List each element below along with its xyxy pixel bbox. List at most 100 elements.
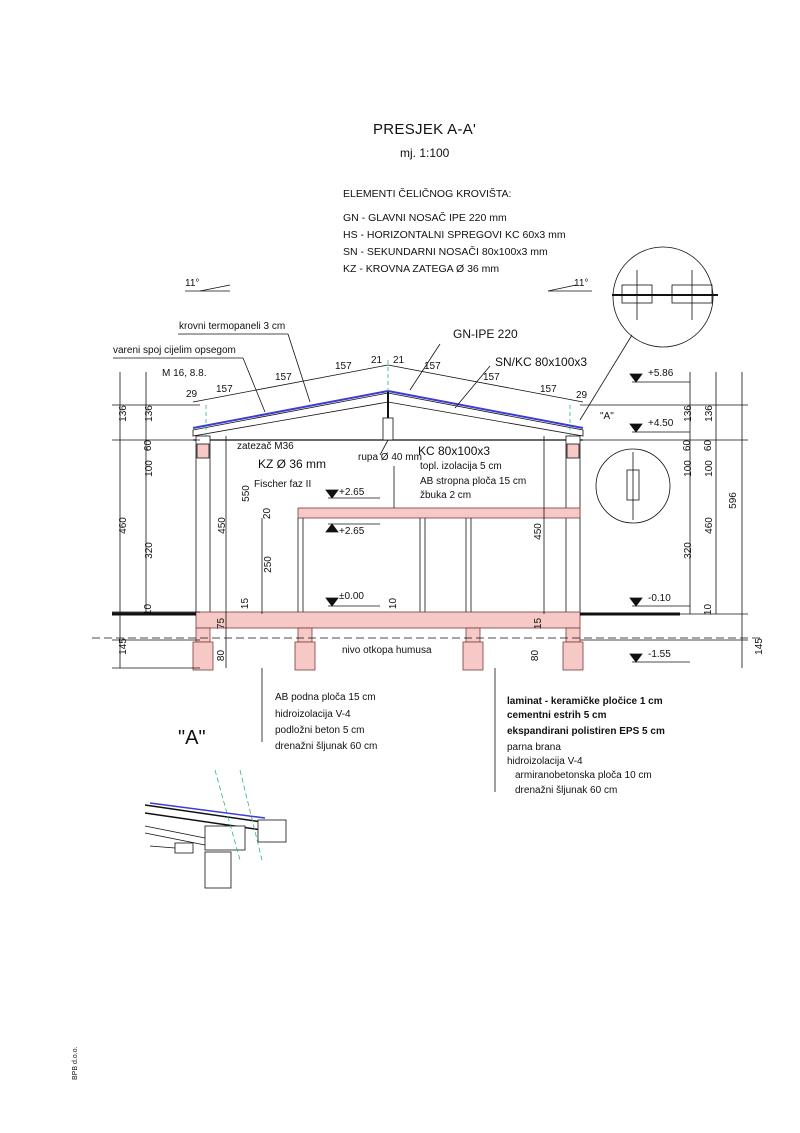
detail-a-beam	[204, 825, 246, 851]
dim-label: 20	[262, 507, 274, 520]
dim-label: 100	[682, 460, 694, 477]
floor-layer-right: ekspandirani polistiren EPS 5 cm	[507, 726, 665, 737]
legend-item: KZ - KROVNA ZATEGA Ø 36 mm	[343, 263, 500, 275]
floor-layer-left: AB podna ploča 15 cm	[275, 692, 376, 703]
dim-label: 136	[143, 405, 155, 422]
dim-label: 460	[117, 517, 129, 534]
slope-marker-left-arrow	[199, 284, 231, 292]
level-slab-top: +2.65	[339, 487, 365, 498]
dim-label: 145	[753, 638, 765, 655]
slope-label-right: 11°	[574, 278, 589, 289]
dim-label: 100	[703, 460, 715, 477]
footing	[562, 641, 584, 671]
dim-label: 145	[117, 638, 129, 655]
floor-layer-right: laminat - keramičke pločice 1 cm	[507, 696, 663, 707]
dim-label: 460	[703, 517, 715, 534]
dim-label: 157	[335, 361, 352, 372]
dim-label: 60	[703, 439, 715, 452]
floor-layer-left: hidroizolacija V-4	[275, 709, 351, 720]
kc-label: KC 80x100x3	[418, 444, 491, 458]
floor-layer-right: hidroizolacija V-4	[507, 756, 583, 767]
ground-label: nivo otkopa humusa	[342, 645, 432, 656]
dim-label: 60	[143, 439, 155, 452]
floor-layer-right: armiranobetonska ploča 10 cm	[515, 770, 652, 781]
legend-heading: ELEMENTI ČELIČNOG KROVIŠTA:	[343, 188, 512, 200]
level-slab-bottom: +2.65	[339, 526, 365, 537]
floor-slab	[195, 611, 581, 629]
detail-tag: "A"	[600, 411, 614, 422]
dim-label: 450	[532, 523, 544, 540]
dim-label: 75	[216, 617, 228, 630]
main-beam-label: GN-IPE 220	[453, 327, 518, 341]
detail-circle-right	[595, 448, 671, 524]
secondary-beam-label: SN/KC 80x100x3	[495, 355, 588, 369]
dim-label: 21	[371, 355, 383, 366]
detail-a-column	[204, 851, 232, 889]
slope-marker-right-arrow	[547, 284, 577, 292]
dim-label: 136	[682, 405, 694, 422]
bolt-label: M 16, 8.8.	[162, 368, 207, 379]
dim-label: 29	[186, 389, 198, 400]
scale-label: mj. 1:100	[400, 146, 450, 160]
legend-item: SN - SEKUNDARNI NOSAČI 80x100x3 mm	[343, 246, 548, 258]
dim-label: 15	[533, 617, 545, 630]
weld-label: vareni spoj cijelim opsegom	[113, 345, 236, 356]
dim-label: 250	[262, 556, 274, 573]
footer-text: BPB d.o.o.	[72, 1046, 79, 1080]
ceiling-layer: AB stropna ploča 15 cm	[420, 476, 527, 487]
dim-label: 596	[727, 492, 739, 509]
dim-label: 157	[424, 361, 441, 372]
anchor-label: Fischer faz II	[254, 479, 312, 490]
floor-layer-right: cementni estrih 5 cm	[507, 710, 607, 721]
level-ground: -0.10	[648, 593, 671, 604]
dim-label: 550	[240, 485, 252, 502]
dim-label: 157	[483, 372, 500, 383]
page-title: PRESJEK A-A'	[373, 121, 477, 138]
footing	[294, 641, 316, 671]
dim-label: 80	[530, 649, 542, 662]
dim-label: 157	[216, 384, 233, 395]
detail-title: "A"	[178, 727, 206, 749]
level-ridge: +5.86	[648, 368, 674, 379]
floor-layer-right: parna brana	[507, 742, 561, 753]
footing	[462, 641, 484, 671]
dim-label: 450	[216, 517, 228, 534]
dim-label: 136	[117, 405, 129, 422]
floor-layer-right: drenažni šljunak 60 cm	[515, 785, 618, 796]
floor-layer-left: drenažni šljunak 60 cm	[275, 741, 378, 752]
detail-circle-top	[612, 246, 714, 348]
dim-label: 60	[682, 439, 694, 452]
dim-label: 10	[703, 603, 715, 616]
legend-item: HS - HORIZONTALNI SPREGOVI KC 60x3 mm	[343, 229, 566, 241]
dim-label: 320	[682, 542, 694, 559]
slope-label-left: 11°	[185, 278, 200, 289]
dim-label: 29	[576, 390, 588, 401]
dim-label: 136	[703, 405, 715, 422]
level-floor: ±0.00	[339, 591, 364, 602]
dim-label: 80	[216, 649, 228, 662]
ceiling-slab	[297, 507, 581, 519]
dim-label: 15	[240, 597, 252, 610]
ceiling-layer: topl. izolacija 5 cm	[420, 461, 502, 472]
level-eave: +4.50	[648, 418, 674, 429]
dim-label: 10	[143, 603, 155, 616]
dim-label: 10	[388, 597, 400, 610]
roof-panel-right	[387, 390, 584, 429]
dim-label: 320	[143, 542, 155, 559]
hole-label: rupa Ø 40 mm	[358, 452, 422, 463]
dim-label: 157	[540, 384, 557, 395]
footing	[192, 641, 214, 671]
level-foundation: -1.55	[648, 649, 671, 660]
legend-item: GN - GLAVNI NOSAČ IPE 220 mm	[343, 212, 507, 224]
dim-label: 100	[143, 460, 155, 477]
column-left	[195, 435, 211, 617]
dim-label: 21	[393, 355, 405, 366]
roof-panel-label: krovni termopaneli 3 cm	[179, 321, 286, 332]
ceiling-layer: žbuka 2 cm	[420, 490, 472, 501]
floor-layer-left: podložni beton 5 cm	[275, 725, 365, 736]
column-right	[565, 435, 581, 617]
roof-panel-left	[192, 390, 389, 429]
tensioner-label: zatezač M36	[237, 441, 294, 452]
tie-rod-label: KZ Ø 36 mm	[258, 457, 327, 471]
